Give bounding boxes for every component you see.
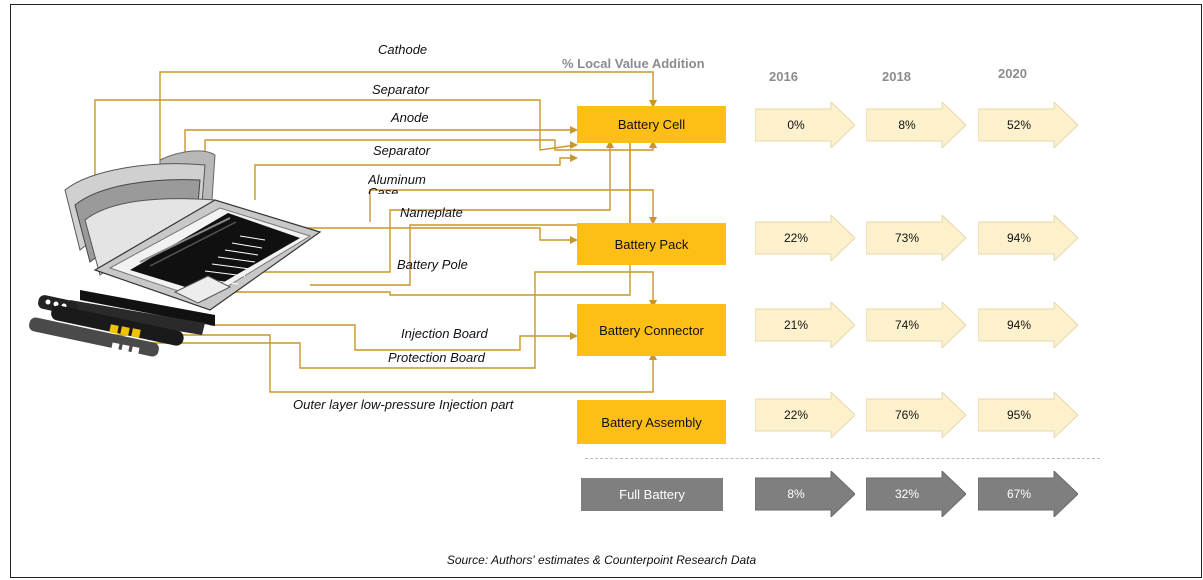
label-injection-board: Injection Board — [401, 326, 488, 341]
label-anode: Anode — [391, 110, 429, 125]
line-nameplate — [299, 227, 576, 245]
value-battery-cell-2016: 0% — [787, 118, 805, 132]
label-cathode: Cathode — [378, 42, 428, 57]
arrow-battery-assembly-2016: 22% — [755, 392, 855, 438]
arrow-battery-cell-2020: 52% — [978, 102, 1078, 148]
arrow-battery-connector-2018: 74% — [866, 302, 966, 348]
value-addition-heading: % Local Value Addition — [562, 56, 705, 71]
box-battery-assembly: Battery Assembly — [577, 400, 726, 444]
label-outer-layer: Outer layer low-pressure Injection part — [293, 397, 514, 412]
value-battery-pack-2016: 22% — [783, 231, 809, 245]
line-aluminum — [254, 157, 576, 200]
value-battery-assembly-2020: 95% — [1006, 408, 1032, 422]
line-protection — [150, 271, 654, 369]
value-full-battery-2018: 32% — [894, 487, 920, 501]
arrow-full-battery-2020: 67% — [978, 471, 1078, 517]
line-separator-1 — [94, 99, 576, 205]
label-battery-pole: Battery Pole — [397, 257, 468, 272]
value-battery-cell-2018: 8% — [898, 118, 916, 132]
box-battery-pack: Battery Pack — [577, 223, 726, 265]
arrow-battery-pack-2016: 22% — [755, 215, 855, 261]
arrow-battery-cell-2018: 8% — [866, 102, 966, 148]
value-battery-connector-2018: 74% — [894, 318, 920, 332]
year-2020: 2020 — [998, 66, 1027, 81]
box-full-battery: Full Battery — [581, 478, 723, 511]
label-protection-board: Protection Board — [388, 350, 485, 365]
year-2018: 2018 — [882, 69, 911, 84]
arrow-battery-pack-2020: 94% — [978, 215, 1078, 261]
arrow-battery-connector-2016: 21% — [755, 302, 855, 348]
arrow-full-battery-2016: 8% — [755, 471, 855, 517]
arrow-battery-pack-2018: 73% — [866, 215, 966, 261]
value-battery-assembly-2016: 22% — [783, 408, 809, 422]
source-note: Source: Authors' estimates & Counterpoin… — [446, 553, 757, 567]
arrow-battery-connector-2020: 94% — [978, 302, 1078, 348]
label-separator-2: Separator — [373, 143, 431, 158]
value-battery-connector-2016: 21% — [783, 318, 809, 332]
box-battery-cell: Battery Cell — [577, 106, 726, 143]
value-full-battery-2016: 8% — [787, 487, 805, 501]
line-nameplate-top — [369, 189, 654, 222]
label-nameplate: Nameplate — [400, 205, 463, 220]
arrow-full-battery-2018: 32% — [866, 471, 966, 517]
cropped-title: ▔ ▔▔▔▔▔ ▔▔▔▔ ▔▔▔▔ ▔▔▔▔▔▔▔▔▔▔ ▔▔▔▔ — [370, 0, 750, 4]
arrow-battery-cell-2016: 0% — [755, 102, 855, 148]
year-2016: 2016 — [769, 69, 798, 84]
box-battery-connector: Battery Connector — [577, 304, 726, 356]
separator-dashed-line — [585, 458, 1100, 459]
arrow-battery-assembly-2018: 76% — [866, 392, 966, 438]
value-full-battery-2020: 67% — [1006, 487, 1032, 501]
label-aluminum-case: Aluminum Case — [368, 173, 426, 194]
value-battery-pack-2020: 94% — [1006, 231, 1032, 245]
connector-lines — [94, 71, 654, 393]
value-battery-connector-2020: 94% — [1006, 318, 1032, 332]
arrow-battery-assembly-2020: 95% — [978, 392, 1078, 438]
label-separator-1: Separator — [372, 82, 430, 97]
connector-arrowheads — [570, 100, 657, 360]
value-battery-cell-2020: 52% — [1006, 118, 1032, 132]
battery-illustration — [29, 150, 322, 357]
line-cathode — [159, 71, 654, 160]
line-injection — [210, 324, 576, 351]
value-battery-pack-2018: 73% — [894, 231, 920, 245]
line-outer — [95, 334, 654, 393]
value-battery-assembly-2018: 76% — [894, 408, 920, 422]
line-anode — [184, 129, 577, 190]
